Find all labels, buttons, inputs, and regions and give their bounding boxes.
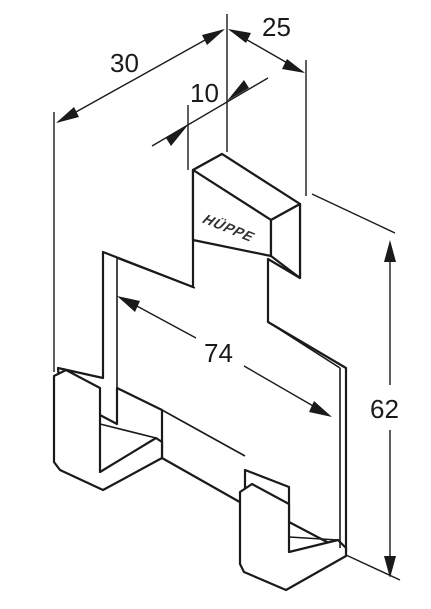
mount-block-side [269,202,302,280]
dimension-label-25: 25 [262,12,291,42]
dimension-10: 10 [151,77,269,147]
dimension-label-10: 10 [190,78,219,108]
dimension-62: 62 [370,240,399,578]
hook-body: HÜPPE [52,152,348,592]
dimension-label-62: 62 [370,394,399,424]
dimension-30: 30 [56,29,225,123]
extension-lines [53,14,401,581]
dimension-74: 74 [117,296,332,417]
dimension-label-74: 74 [204,338,233,368]
right-prong [238,482,348,592]
dimension-label-30: 30 [110,48,139,78]
left-prong [52,368,164,492]
dimension-25: 25 [228,12,305,73]
